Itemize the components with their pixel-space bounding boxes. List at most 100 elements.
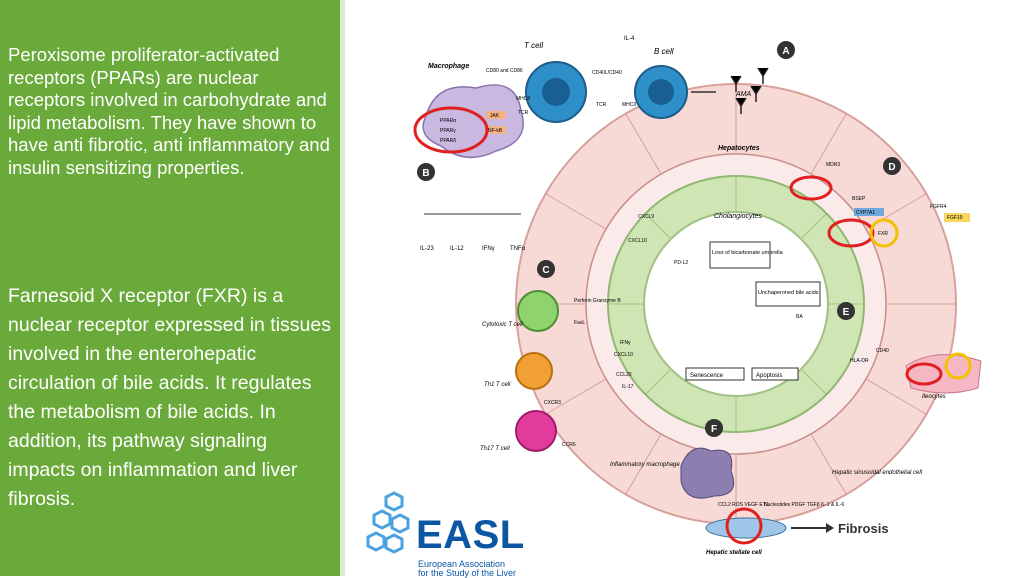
macrophage-cell — [422, 84, 524, 159]
loss-umbrella-label: Loss of bicarbonate umbrella — [712, 250, 784, 256]
ba-label: BA — [796, 314, 803, 320]
th1-label: Th1 T cell — [484, 382, 511, 388]
cyp7a1-label: CYP7A1 — [856, 210, 875, 216]
unchaperoned-box — [755, 281, 821, 307]
fxr-highlight-d — [869, 218, 899, 248]
panel-d-badge — [883, 157, 901, 175]
panel-f-letter: F — [711, 424, 717, 435]
hepatic-stellate-cell — [705, 517, 787, 539]
cxcl10-b-label: CXCL10 — [614, 352, 633, 358]
cxcl10-label: CXCL10 — [628, 238, 647, 244]
tcr-right-label: TCR — [596, 102, 607, 108]
ppar-highlight-ileum — [905, 362, 943, 386]
jak-label: JAK — [490, 113, 500, 119]
fxr-highlight-ileum — [944, 352, 972, 380]
fgfr4-label: FGFR4 — [930, 204, 947, 210]
inflammatory-macrophage — [680, 447, 735, 499]
th17-label: Th17 T cell — [480, 446, 510, 452]
ppara-label: PPARα — [440, 118, 456, 124]
easl-subtitle-1: European Association — [418, 559, 506, 569]
inflammatory-macrophage-label: Inflammatory macrophage — [610, 462, 680, 468]
il17-label: IL-17 — [622, 384, 634, 390]
ppar-highlight-d2 — [827, 218, 875, 248]
mediators-right: Nucleotides PDGF TGFβ IL-1 & IL-6 — [764, 502, 845, 508]
mhcii-left-label: MHCII — [516, 96, 530, 102]
panel-a-letter: A — [782, 46, 789, 57]
ifng-b-label: IFNγ — [620, 340, 631, 346]
panel-e-letter: E — [843, 307, 850, 318]
apoptosis-label: Apoptosis — [756, 373, 782, 379]
senescence-label: Senescence — [690, 373, 724, 379]
t-cell-label: T cell — [524, 41, 543, 50]
cytotoxic-t-cell — [517, 290, 559, 332]
panel-c-letter: C — [542, 265, 549, 276]
easl-logo: EASL European Association for the Study … — [364, 487, 525, 578]
panel-b-badge — [417, 163, 435, 181]
senescence-box — [685, 367, 745, 381]
bsep-label: BSEP — [852, 196, 866, 202]
nfkb-box — [486, 126, 506, 134]
cyp7a1-box — [854, 208, 884, 216]
fxr-label-d: FXR — [878, 231, 888, 237]
unchaperoned-label: Unchaperoned bile acids — [758, 290, 819, 296]
hla-dr-label: HLA-DR — [850, 358, 869, 364]
jak-box — [486, 111, 506, 119]
fgf19-label: FGF19 — [947, 215, 963, 221]
ppar-highlight-d1 — [789, 175, 833, 201]
panel-b-letter: B — [422, 168, 429, 179]
sidebar-divider — [340, 0, 345, 576]
th1-t-cell — [515, 352, 553, 390]
perforin-label: Perforin Granzyme B — [574, 298, 621, 304]
hepatocyte-borders — [516, 84, 956, 524]
easl-wordmark: EASL — [416, 513, 525, 557]
t-cell-nucleus — [542, 78, 570, 106]
antibodies-icon — [730, 67, 769, 114]
pparg-label: PPARγ — [440, 128, 456, 134]
ileocytes-label: Ileocytes — [922, 394, 946, 400]
easl-hexagon-mark — [366, 491, 410, 554]
cd80-label: CD80 and CD86 — [486, 68, 523, 74]
hepatocytes-label: Hepatocytes — [718, 145, 760, 152]
il12-label: IL-12 — [450, 246, 464, 252]
mhcii-right-label: MHCII — [622, 102, 636, 108]
easl-subtitle-2: for the Study of the Liver — [418, 568, 517, 578]
panel-f-badge — [705, 419, 723, 437]
panel-e-badge — [837, 302, 855, 320]
apoptosis-box — [751, 367, 799, 381]
mdr3-label: MDR3 — [826, 162, 840, 168]
sinusoidal-cell-label: Hepatic sinusoidal endothelial cell — [832, 470, 923, 476]
cd40-label: CD40 — [876, 348, 889, 354]
tnfa-label: TNFα — [510, 246, 526, 252]
panel-a-badge — [777, 41, 795, 59]
panel-d-letter: D — [888, 162, 895, 173]
nfkb-label: NF-kB — [488, 128, 503, 134]
macrophage-label: Macrophage — [428, 63, 469, 70]
ppar-highlight-stellate — [725, 507, 763, 545]
fibrosis-label: Fibrosis — [838, 521, 889, 536]
il23-label: IL-23 — [420, 246, 434, 252]
ccr6-label: CCR6 — [562, 442, 576, 448]
loss-umbrella-box — [709, 241, 771, 269]
ppar-highlight-circle — [413, 106, 489, 154]
liver-pathophysiology-diagram: T cell B cell IL-4 CD40L/CD40 TCR MHCII … — [413, 36, 982, 556]
fasl-label: FasL — [574, 320, 585, 326]
tcr-left-label: TCR — [518, 110, 529, 116]
fxr-description: Farnesoid X receptor (FXR) is a nuclear … — [8, 285, 331, 510]
mediators-left: CCL2 ROS VEGF ET1 — [718, 502, 769, 508]
il4-label: IL-4 — [624, 36, 635, 42]
stellate-cell-label: Hepatic stellate cell — [706, 550, 762, 556]
cd40l-label: CD40L/CD40 — [592, 70, 622, 76]
th17-t-cell — [515, 410, 557, 452]
fibrosis-arrowhead — [826, 523, 834, 533]
cxcr3-label: CXCR3 — [544, 400, 561, 406]
b-cell-label: B cell — [654, 47, 674, 56]
cxcl9-label: CXCL9 — [638, 214, 654, 220]
cholangiocytes-label: Cholangiocytes — [714, 213, 762, 220]
pdl2-label: PD-L2 — [674, 260, 688, 266]
cytotoxic-label: Cytotoxic T cell — [482, 322, 523, 328]
ama-label: AMA — [735, 91, 752, 98]
ppard-label: PPARδ — [440, 138, 456, 144]
panel-c-badge — [537, 260, 555, 278]
ccl20-label: CCL20 — [616, 372, 632, 378]
ifng-label: IFNγ — [482, 246, 495, 252]
